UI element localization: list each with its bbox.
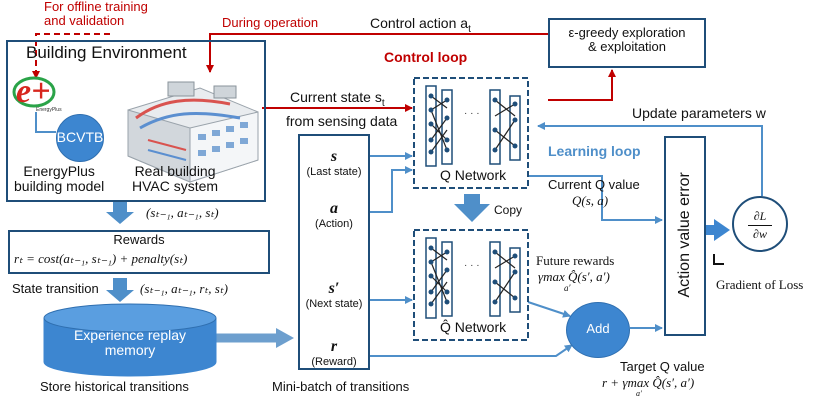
q-network-label: Q Network xyxy=(440,167,507,183)
copy-arrow xyxy=(454,194,490,222)
target-q-subscript: a′ xyxy=(636,389,642,398)
logo-caption: EnergyPlus xyxy=(36,107,62,113)
rewards-formula: rₜ = cost(aₜ₋₁, sₜ₋₁) + penalty(sₜ) xyxy=(14,251,188,266)
control-action-text: Control action a xyxy=(370,15,469,31)
target-q-value-label: Target Q value xyxy=(620,359,705,374)
q-network-graphic: · · · xyxy=(413,77,529,189)
rewards-box xyxy=(8,230,270,274)
future-rewards-formula: γmax Q̂(s′, a′) xyxy=(538,269,610,284)
state-transition-label: State transition xyxy=(12,281,99,296)
q-to-exploration-arrow xyxy=(548,69,616,101)
action-value-error-label: Action value error xyxy=(676,172,694,298)
current-state-subscript: t xyxy=(381,97,385,109)
building-environment-title: Building Environment xyxy=(26,43,187,62)
exploration-box xyxy=(548,18,706,68)
energyplus-logo: e+ xyxy=(12,68,66,112)
update-parameters-connector xyxy=(537,122,763,196)
future-formula-text: γmax Q̂(s′, a′) xyxy=(538,269,610,284)
copy-label: Copy xyxy=(494,203,523,217)
hvac-building-illustration xyxy=(127,81,259,183)
replay-memory-cylinder xyxy=(43,303,217,377)
store-historical-label: Store historical transitions xyxy=(40,379,189,394)
logo-e-glyph: e+ xyxy=(16,73,50,110)
building-environment-frame xyxy=(6,40,266,202)
learning-loop-label: Learning loop xyxy=(548,143,641,159)
future-rewards-arrow xyxy=(527,301,571,318)
target-q-formula: r + γmax Q̂(s′, a′) xyxy=(602,375,695,390)
minibatch-symbol: r xyxy=(330,338,338,355)
svg-text:· · ·: · · · xyxy=(464,260,480,271)
future-rewards-label: Future rewards xyxy=(536,253,615,268)
future-rewards-subscript: a′ xyxy=(564,283,571,293)
add-label: Add xyxy=(586,321,610,336)
a-to-q-arrow xyxy=(370,166,413,213)
minibatch-frame xyxy=(298,134,370,370)
minibatch-label: Mini-batch of transitions xyxy=(272,379,410,394)
update-parameters-label: Update parameters w xyxy=(632,105,766,121)
bcvtb-node xyxy=(56,114,104,162)
during-operation-label: During operation xyxy=(222,15,319,30)
offline-training-note: For offline training and validation xyxy=(44,0,148,29)
bcvtb-connector xyxy=(35,112,56,133)
minibatch-description: (Next state) xyxy=(305,298,363,310)
control-action-label: Control action at xyxy=(370,15,471,35)
replay-memory-label: Experience replay memory xyxy=(73,327,187,359)
add-node xyxy=(566,302,630,358)
r-to-add-arrow xyxy=(370,344,573,357)
minibatch-description: (Last state) xyxy=(306,166,362,178)
minibatch-description: (Action) xyxy=(315,218,353,230)
sensing-data-label: from sensing data xyxy=(286,113,398,129)
minibatch-symbol: a xyxy=(330,200,338,217)
gradient-denominator: ∂w xyxy=(753,227,767,241)
hvac-system-label: Real building HVAC system xyxy=(132,163,219,195)
control-loop-label: Control loop xyxy=(384,49,468,65)
bcvtb-label: BCVTB xyxy=(56,129,104,145)
qhat-network-label: Q̂ Network xyxy=(440,319,507,335)
rewards-title: Rewards xyxy=(113,232,165,247)
current-state-text: Current state s xyxy=(290,89,382,105)
gradient-L-bracket xyxy=(713,254,724,265)
rewards-down-arrow xyxy=(106,278,134,302)
gradient-of-loss-label: Gradient of Loss xyxy=(716,277,804,292)
action-value-error-box xyxy=(664,136,706,336)
svg-text:· · ·: · · · xyxy=(464,108,480,119)
current-q-arrow xyxy=(528,175,663,224)
energyplus-model-label: EnergyPlus building model xyxy=(14,163,105,195)
gradient-numerator: ∂L xyxy=(753,209,767,223)
current-state-label: Current state st xyxy=(290,89,385,109)
current-q-value-label: Current Q value xyxy=(548,177,640,192)
gradient-node xyxy=(732,196,788,252)
transition-tuple-1: (sₜ₋₁, aₜ₋₁, sₜ) xyxy=(146,205,219,220)
control-action-connector xyxy=(206,33,548,73)
offline-dashed-connector xyxy=(32,33,110,79)
env-down-arrow xyxy=(106,202,134,224)
transition-tuple-2: (sₜ₋₁, aₜ₋₁, rₜ, sₜ) xyxy=(140,281,228,296)
control-action-subscript: t xyxy=(468,23,471,35)
minibatch-description: (Reward) xyxy=(311,356,357,368)
current-q-formula: Q(s, a) xyxy=(572,193,609,208)
minibatch-symbol: s xyxy=(330,148,338,165)
exploration-label: ε-greedy exploration & exploitation xyxy=(568,25,686,55)
qhat-network-graphic: · · · xyxy=(413,229,529,341)
minibatch-symbol: s′ xyxy=(328,280,340,297)
gradient-fraction-bar xyxy=(748,225,772,226)
